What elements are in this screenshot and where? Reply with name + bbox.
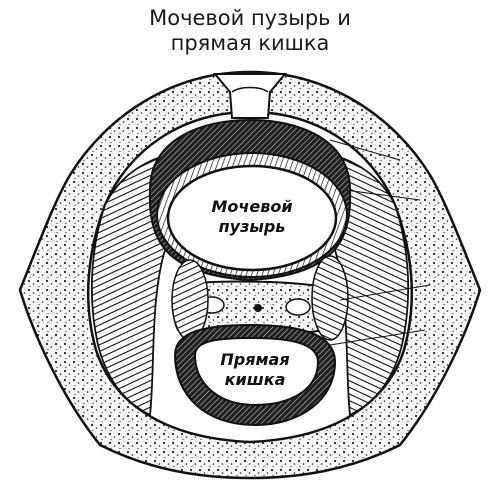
pubic-symphysis: [212, 73, 288, 119]
rectum-label-line-2: кишка: [225, 370, 286, 389]
title-line-2: прямая кишка: [170, 31, 330, 55]
right-side-muscle: [311, 255, 349, 341]
bladder-lumen: [166, 164, 338, 272]
rectum-lumen: [193, 336, 320, 407]
bladder-label-line-2: пузырь: [219, 217, 286, 236]
pointer-line-1: [329, 139, 401, 161]
bladder-label-line-1: Мочевой: [211, 197, 292, 216]
ductus-deferens: [254, 304, 262, 312]
seminal-vesicle-right: [285, 298, 311, 316]
figure-title: Мочевой пузырь и прямая кишка: [0, 6, 500, 56]
left-side-muscle: [171, 259, 209, 341]
pointer-line-2: [344, 189, 421, 201]
title-line-1: Мочевой пузырь и: [149, 6, 351, 30]
rectum-label-line-1: Прямая: [220, 350, 289, 369]
pointer-line-3: [339, 284, 431, 301]
pointer-line-4: [329, 329, 426, 346]
